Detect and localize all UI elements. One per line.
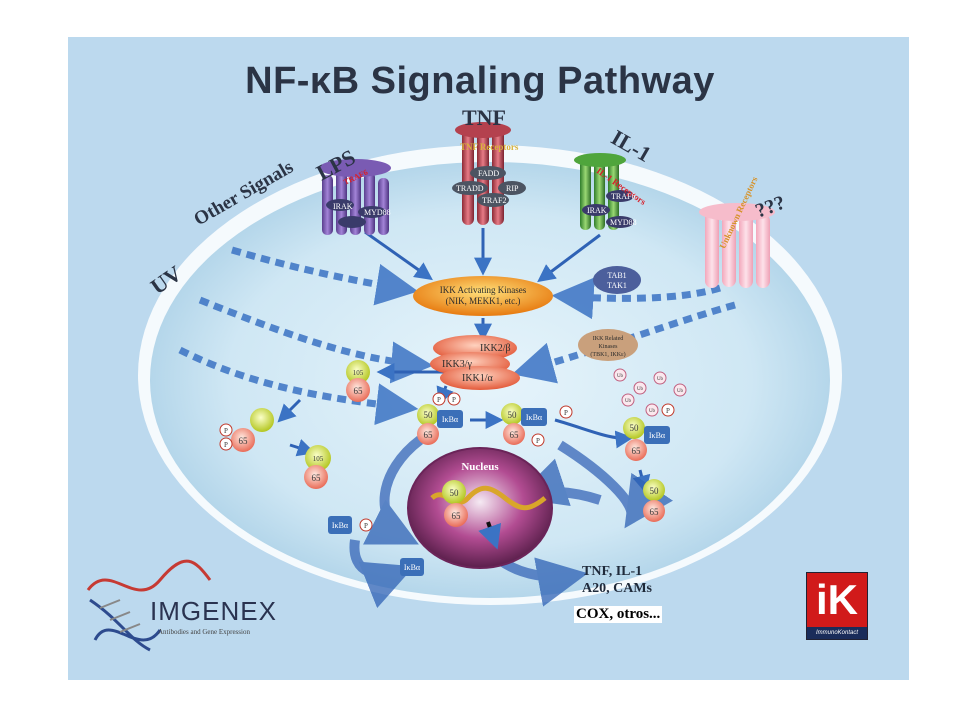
phos-label-1: P [224,427,228,435]
lps-adaptor-irak: IRAK [333,202,353,211]
tnf-receptor-label: TNF Receptors [460,142,519,152]
il1-adaptor-myd: MYD88 [610,218,637,227]
tnf-receptor [452,122,526,225]
imgenex-logo-name: IMGENEX [150,596,277,626]
ikba-phospho-1 [359,518,373,532]
ikk3-label: IKK3/γ [442,359,473,370]
lps-adaptor-myd: MYD88 [364,208,391,217]
nfkb-ikba-ub-complex [613,368,687,461]
ikk-related-line2: Kinases [599,344,619,350]
tab-label-1: TAB1 [607,271,626,280]
imgenex-logo-tagline: Antibodies and Gene Expression [158,628,250,636]
ikba-label-free-2: IκBα [404,563,421,572]
ikk1-label: IKK1/α [462,373,494,384]
ikba-label-free-1: IκBα [332,521,349,530]
p65-label-4: 65 [424,430,434,440]
phos-label-7: P [666,407,670,415]
ikba-free-2 [400,558,424,576]
il1-adaptor-traf: TRAF6 [611,192,635,201]
ub-label-4: Ub [677,389,684,394]
ikk-activating-kinases [413,276,553,316]
il1-receptor [574,153,634,230]
ub-label-2: Ub [637,387,644,392]
p50-label-2: 50 [508,410,518,420]
p65-label-nuclear: 65 [452,511,462,521]
nfkb-complex-3 [304,445,331,489]
p65-label-7: 65 [650,507,660,517]
ub-label-1: Ub [617,374,624,379]
target-genes-line2: A20, CAMs [582,581,653,596]
ikk-activating-line2: (NIK, MEKK1, etc.) [446,296,521,306]
phos-label-3: P [437,396,441,404]
p50-label-1: 50 [424,410,434,420]
ub-label-3: Ub [657,377,664,382]
imgenex-helix-icon [86,559,212,652]
ikk-related-line1: IKK Related [593,336,624,342]
phos-label-6: P [564,409,568,417]
p105-label-1: 105 [353,369,364,377]
target-genes-line1: TNF, IL-1 [582,564,642,579]
phos-label-5: P [536,437,540,445]
ikba-label-2: IκBα [526,413,543,422]
immunokontact-logo: iK ImmunoKontact [806,572,868,640]
p105-label-2: 105 [313,455,324,463]
nfkb-free-dimer [643,479,665,522]
nucleus [407,447,553,569]
il1-adaptor-irak: IRAK [587,206,607,215]
ikk-related-kinases [578,329,638,361]
ub-label-5: Ub [625,399,632,404]
p50-label-nuclear: 50 [450,488,460,498]
signal-streams [178,246,736,426]
tnf-adaptor-traf: TRAF2 [482,196,506,205]
unknown-signal-label: ??? [752,192,788,223]
tnf-adaptor-tradd: TRADD [456,184,484,193]
ikk-complex [430,335,520,390]
ik-logo-mark: iK [807,573,867,627]
lps-receptor [319,159,391,235]
ub-label-6: Ub [649,409,656,414]
p50-label-4: 50 [650,486,660,496]
tab-tak-complex [593,266,641,294]
ikk-activating-line1: IKK Activating Kinases [440,285,527,295]
p65-label-5: 65 [510,430,520,440]
p65-label-2: 65 [239,436,249,446]
unknown-receptor [699,203,775,288]
nucleus-label: Nucleus [461,461,499,473]
ikba-label-3: IκBα [649,431,666,440]
tnf-adaptor-fadd: FADD [478,169,499,178]
ik-logo-text: ImmunoKontact [807,627,867,639]
ikk2-label: IKK2/β [480,343,511,354]
page-title: NF-κB Signaling Pathway [245,60,715,102]
tnf-adaptor-rip: RIP [506,184,519,193]
ikba-label-1: IκBα [442,415,459,424]
ikk-related-line3: (TBK1, IKKε) [590,351,625,358]
p65-label-3: 65 [312,473,322,483]
tab-label-2: TAK1 [607,281,627,290]
ikba-free-1 [328,516,352,534]
phos-label-2: P [224,441,228,449]
nfkb-complex-1 [346,360,370,402]
nfkb-ikba-complex-2 [501,403,573,447]
p65-label-6: 65 [632,446,642,456]
phos-label-4: P [452,396,456,404]
nfkb-ikba-complex-1 [417,392,463,445]
p50-label-3: 50 [630,423,640,433]
tnf-label: TNF [462,105,506,130]
nfkb-complex-2 [219,408,274,452]
annotation-cox: COX, otros... [574,606,663,623]
p65-label-1: 65 [354,386,364,396]
phos-label-free: P [364,522,368,530]
